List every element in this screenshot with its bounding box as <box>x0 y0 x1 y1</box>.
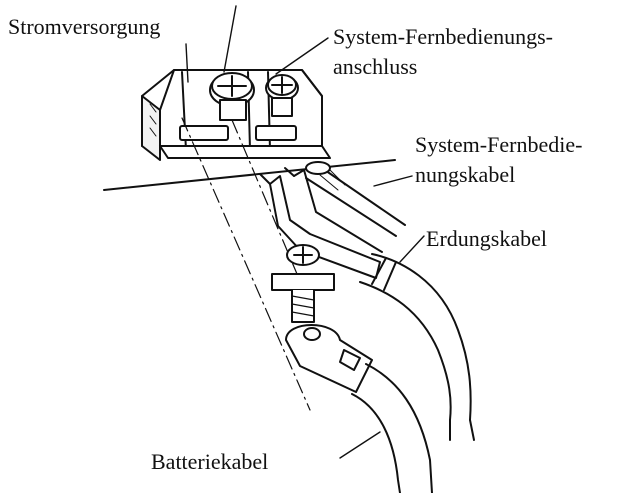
remote-port-label-line1: System-Fernbedienungs- <box>333 24 553 49</box>
battery-cable <box>351 363 433 493</box>
cable-sheath <box>449 419 475 441</box>
terminal-screw-left <box>209 72 255 121</box>
leader-lines <box>185 5 425 459</box>
remote-cable-label-line1: System-Fernbedie- <box>415 132 583 157</box>
battery-cable-label: Batteriekabel <box>151 449 269 474</box>
power-supply-label: Stromversorgung <box>8 14 161 39</box>
guide-lines <box>181 117 311 411</box>
ground-cable-label: Erdungskabel <box>426 226 547 251</box>
base-line <box>103 159 396 191</box>
system-remote-cable <box>305 161 406 237</box>
bolt <box>271 244 335 323</box>
remote-cable-label-line2: nungskabel <box>415 162 516 187</box>
ground-cable <box>359 253 472 421</box>
remote-port-label-line2: anschluss <box>333 54 418 79</box>
battery-cable-terminal <box>285 324 373 393</box>
terminal-screw-right <box>265 74 299 117</box>
ground-cable-fork <box>259 167 383 279</box>
